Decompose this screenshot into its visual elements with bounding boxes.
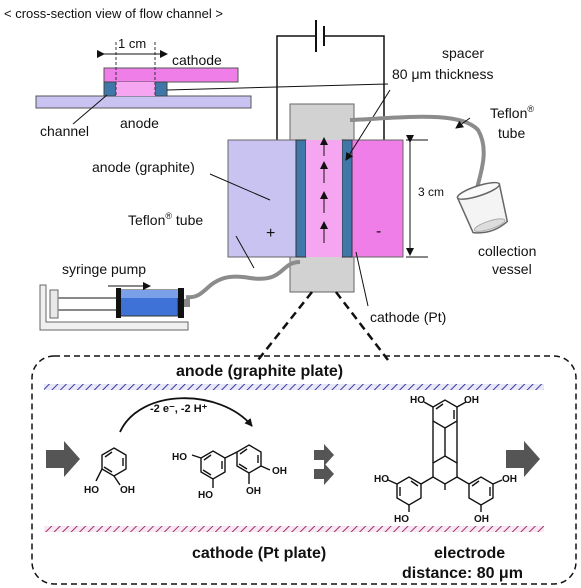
cathode-pt-pointer [355,251,369,307]
reaction-anode-label: anode (graphite plate) [176,363,343,380]
teflon-left-label: Teflon® tube [128,211,203,228]
triphenylene-molecule [387,399,503,512]
cs-width-label: 1 cm [118,36,146,51]
biphenyl-ho-1: HO [172,452,187,463]
cs-cathode-label: cathode [172,52,222,68]
biphenyl-oh-2: OH [246,486,261,497]
zoom-line-left [257,291,313,361]
cs-anode-label: anode [120,115,159,131]
anode-graphite-pointer [209,173,271,201]
double-arrow-2 [314,463,334,485]
catechol-ho: HO [84,485,99,496]
spacer-label-line2: 80 μm thickness [392,66,493,82]
oxidation-label: -2 e⁻, -2 H⁺ [150,403,208,415]
flow-cell: + - 3 cm [227,103,444,293]
outlet-tube [349,114,486,193]
flow-in-arrow [46,441,80,477]
teflon-left-pointer [235,235,255,269]
flow-out-arrow [506,441,540,477]
cs-spacer-right [154,81,168,97]
catechol-oh: OH [120,485,135,496]
triphenylene-ho-left: HO [374,474,389,485]
cs-channel-pointer [72,94,108,125]
cs-cathode-plate [103,67,239,83]
pump-pusher [49,289,59,319]
cross-section-view: < cross-section view of flow channel > 1… [4,6,252,139]
syringe-pump-label: syringe pump [62,261,146,277]
anode-hatch-bar [44,384,544,390]
syringe-flange [178,288,184,318]
reaction-detail-box [31,355,577,585]
biphenyl-molecule [191,444,271,488]
triphenylene-ho-top: HO [410,395,425,406]
power-supply [276,20,385,140]
cs-spacer-left [103,81,117,97]
plus-sign: + [266,225,275,242]
electrode-distance-line2: distance: 80 μm [402,565,523,582]
zoom-line-right [335,291,389,361]
pump-base [39,284,189,331]
reaction-cathode-label: cathode (Pt plate) [192,545,326,562]
cs-channel-label: channel [40,123,89,139]
minus-sign: - [376,223,381,240]
anode-graphite-plate [227,139,301,258]
collection-vessel-label1: collection [478,243,536,259]
cs-anode-plate [35,95,252,109]
collection-vessel-label2: vessel [492,261,532,277]
cathode-hatch-bar [44,526,544,532]
triphenylene-oh-right: OH [502,474,517,485]
catechol-molecule [95,447,127,486]
inlet-tube [185,260,301,300]
syringe-plunger [116,288,121,318]
spacer-label-line1: spacer [442,45,484,61]
electrode-distance-line1: electrode [434,545,505,562]
syringe-highlight [120,290,178,298]
height-label: 3 cm [418,185,444,199]
cross-section-title: < cross-section view of flow channel > [4,6,223,21]
cathode-pt-plate [347,139,404,258]
triphenylene-oh-top: OH [464,395,479,406]
cs-channel-gap [116,82,155,96]
spacer-pointer-arrow [345,89,391,161]
wire-anode [276,35,316,140]
spacer-pointer-cs [166,83,389,91]
spacer-left [295,139,307,258]
wire-cathode [324,35,385,140]
double-arrow-1 [314,444,334,466]
biphenyl-oh-1: OH [272,466,287,477]
anode-graphite-label: anode (graphite) [92,159,195,175]
teflon-right-pointer [455,117,471,129]
teflon-right-name: Teflon® [490,104,534,121]
collection-vessel [456,181,509,234]
oxidation-curved-arrow [119,397,253,433]
cathode-pt-label: cathode (Pt) [370,309,446,325]
triphenylene-oh-bottom: OH [474,514,489,525]
triphenylene-ho-bottom: HO [394,514,409,525]
biphenyl-ho-2: HO [198,490,213,501]
teflon-right-word: tube [498,125,525,141]
syringe-pump: syringe pump [39,261,190,331]
syringe-tip [184,299,190,307]
